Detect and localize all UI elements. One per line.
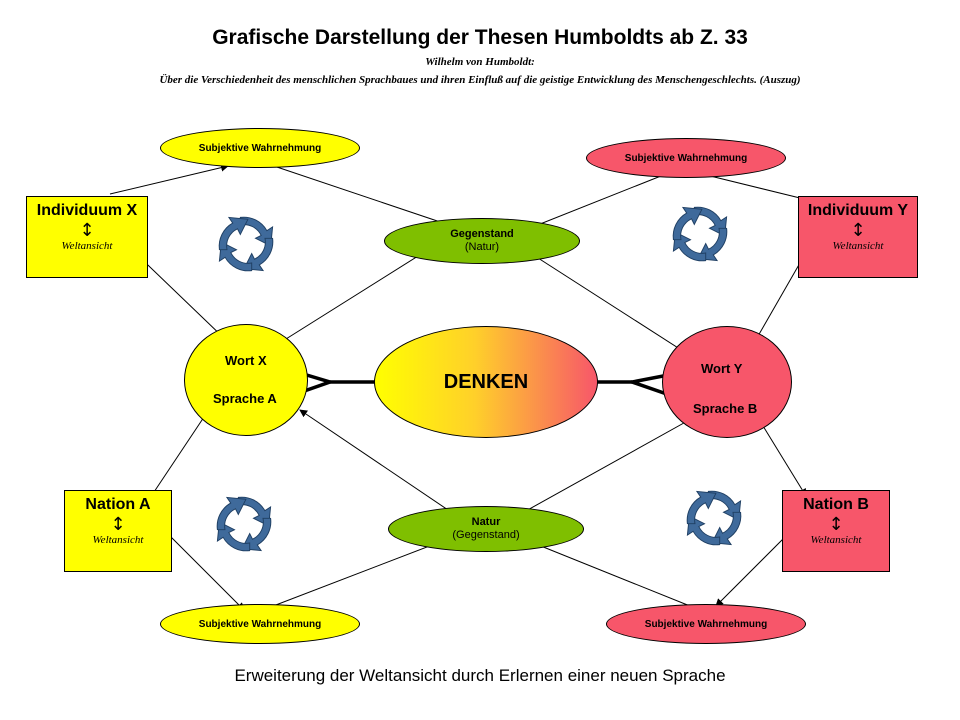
up-down-arrow-icon: ↕: [110, 514, 126, 535]
perception-label: Subjektive Wahrnehmung: [198, 142, 322, 154]
word-x-label: Wort X: [225, 353, 267, 368]
perception-top-left: Subjektive Wahrnehmung: [160, 128, 360, 168]
up-down-arrow-icon: ↕: [79, 220, 95, 241]
box-individuum-y: Individuum Y ↕ Weltansicht: [798, 196, 918, 278]
nation-a-label: Nation A: [85, 496, 151, 513]
perception-bottom-left: Subjektive Wahrnehmung: [160, 604, 360, 644]
cycle-arrows-icon: [686, 490, 742, 546]
weltansicht-label: Weltansicht: [810, 534, 862, 546]
object-bottom-subtitle: (Gegenstand): [452, 529, 520, 541]
weltansicht-label: Weltansicht: [61, 240, 113, 252]
individuum-x-label: Individuum X: [36, 202, 138, 219]
object-top-title: Gegenstand: [450, 228, 514, 240]
box-nation-b: Nation B ↕ Weltansicht: [782, 490, 890, 572]
word-y-label: Wort Y: [701, 361, 743, 376]
weltansicht-label: Weltansicht: [92, 534, 144, 546]
object-top: Gegenstand (Natur): [384, 218, 580, 264]
perception-top-right: Subjektive Wahrnehmung: [586, 138, 786, 178]
weltansicht-label: Weltansicht: [832, 240, 884, 252]
language-b-label: Sprache B: [693, 401, 758, 416]
language-a-label: Sprache A: [213, 391, 277, 406]
footer-caption: Erweiterung der Weltansicht durch Erlern…: [234, 666, 726, 685]
object-top-subtitle: (Natur): [464, 241, 500, 253]
perception-label: Subjektive Wahrnehmung: [624, 152, 748, 164]
thinking-ellipse: DENKEN: [374, 326, 598, 438]
object-bottom: Natur (Gegenstand): [388, 506, 584, 552]
individuum-y-label: Individuum Y: [807, 202, 909, 219]
cycle-arrows-icon: [216, 496, 272, 552]
page-title: Grafische Darstellung der Thesen Humbold…: [212, 26, 748, 49]
perception-label: Subjektive Wahrnehmung: [644, 618, 768, 630]
perception-label: Subjektive Wahrnehmung: [198, 618, 322, 630]
thinking-label: DENKEN: [443, 370, 529, 393]
language-a-ellipse: Wort X Sprache A: [184, 324, 308, 436]
language-b-ellipse: Wort Y Sprache B: [662, 326, 792, 438]
box-nation-a: Nation A ↕ Weltansicht: [64, 490, 172, 572]
perception-bottom-right: Subjektive Wahrnehmung: [606, 604, 806, 644]
cycle-arrows-icon: [218, 216, 274, 272]
work-title-line: Über die Verschiedenheit des menschliche…: [159, 74, 801, 86]
object-bottom-title: Natur: [471, 516, 501, 528]
cycle-arrows-icon: [672, 206, 728, 262]
nation-b-label: Nation B: [803, 496, 869, 513]
box-individuum-x: Individuum X ↕ Weltansicht: [26, 196, 148, 278]
up-down-arrow-icon: ↕: [850, 220, 866, 241]
up-down-arrow-icon: ↕: [828, 514, 844, 535]
author-line: Wilhelm von Humboldt:: [425, 56, 535, 68]
